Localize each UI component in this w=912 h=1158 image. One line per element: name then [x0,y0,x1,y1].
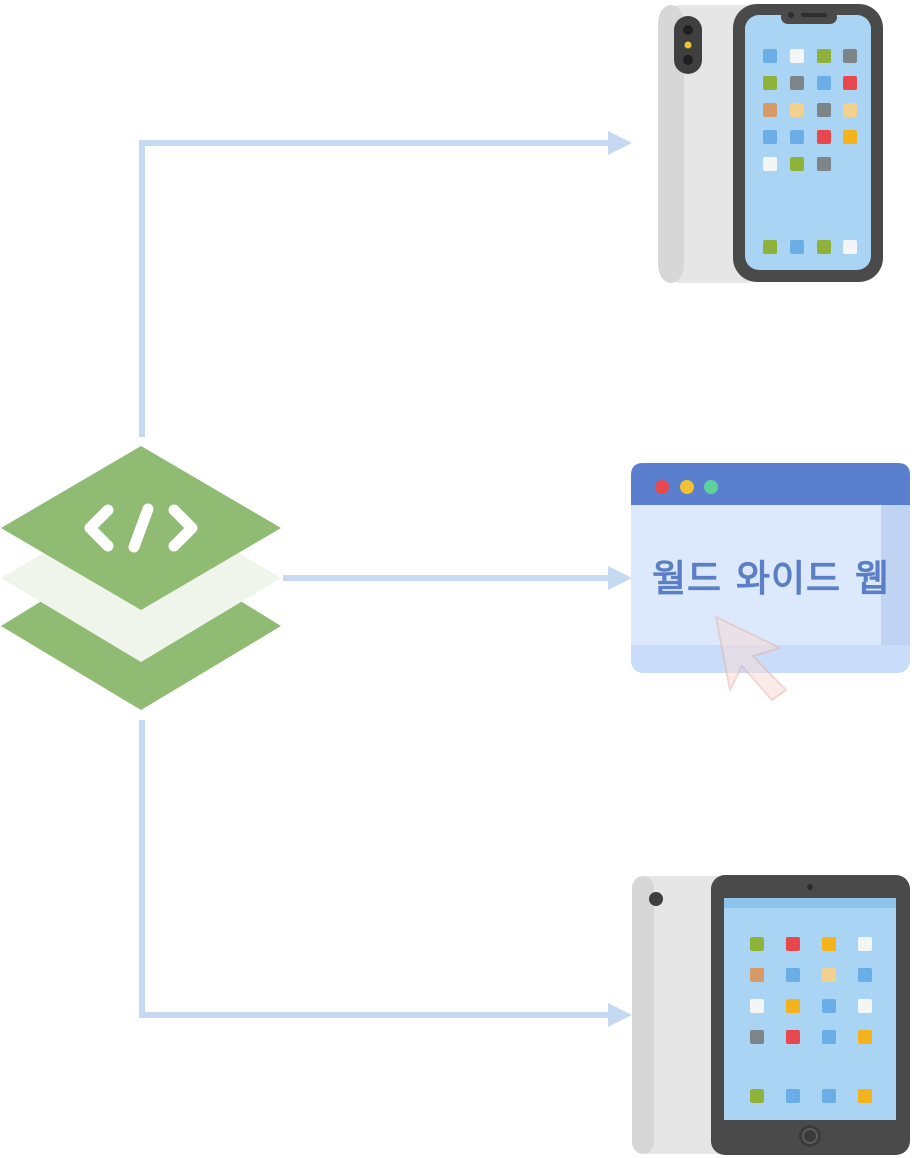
browser-scrollbar [881,505,910,645]
tablet-icon [632,875,910,1155]
app-icon [763,157,777,171]
app-icon [750,1030,764,1044]
app-icon [750,999,764,1013]
smartphone-icon [658,4,883,283]
app-icon [786,999,800,1013]
app-icon [763,130,777,144]
phone-camera-lens [683,25,693,35]
minimize-dot-icon [680,480,694,494]
tablet-status-bar [724,898,896,908]
app-icon [817,103,831,117]
phone-flash [684,41,692,49]
browser-content-panel [631,505,881,645]
dock-app-icon [786,1089,800,1103]
app-icon [822,1030,836,1044]
phone-back-edge [658,5,684,283]
app-icon [817,130,831,144]
app-icon [786,968,800,982]
app-icon [817,76,831,90]
code-symbol-icon [84,503,198,553]
app-icon [790,157,804,171]
app-icon [843,49,857,63]
app-icon [790,103,804,117]
phone-speaker [801,13,827,17]
app-icon [817,157,831,171]
phone-front-camera [788,12,794,18]
arrowhead-phone [608,131,632,155]
arrowheads [608,131,632,1027]
app-icon [790,130,804,144]
close-dot-icon [655,480,669,494]
app-icon [822,999,836,1013]
app-icon [790,76,804,90]
phone-app-grid [763,49,857,254]
app-icon [817,49,831,63]
mouse-cursor-icon [715,616,787,701]
tablet-home-button [799,1125,821,1147]
app-icon [763,76,777,90]
app-icon [858,1030,872,1044]
app-icon [750,968,764,982]
tablet-back [632,876,736,1154]
connector-to-tablet [139,720,612,1018]
dock-app-icon [750,1089,764,1103]
app-icon [822,968,836,982]
browser-label: 월드 와이드 웹 [651,557,890,600]
browser-window-icon [631,463,910,701]
app-icon [858,999,872,1013]
browser-title-bar [631,463,910,505]
tablet-app-grid [750,937,872,1103]
app-icon [790,49,804,63]
app-icon [786,1030,800,1044]
app-icon [763,49,777,63]
dock-app-icon [843,240,857,254]
dock-app-icon [858,1089,872,1103]
dock-app-icon [790,240,804,254]
app-icon [763,103,777,117]
dock-app-icon [763,240,777,254]
app-icon [822,937,836,951]
app-icon [843,103,857,117]
arrowhead-browser [608,566,632,590]
connector-to-phone [139,140,612,437]
phone-camera-lens-2 [683,55,693,65]
app-icon [858,937,872,951]
tablet-camera [649,892,663,906]
app-icon [786,937,800,951]
code-layers-icon [1,446,281,710]
app-icon [750,937,764,951]
arrowhead-tablet [608,1003,632,1027]
dock-app-icon [822,1089,836,1103]
connectors [139,140,612,1018]
maximize-dot-icon [704,480,718,494]
app-icon [858,968,872,982]
dock-app-icon [817,240,831,254]
tablet-back-edge [632,876,654,1154]
tablet-front-camera [807,884,813,890]
app-icon [843,76,857,90]
app-icon [843,130,857,144]
